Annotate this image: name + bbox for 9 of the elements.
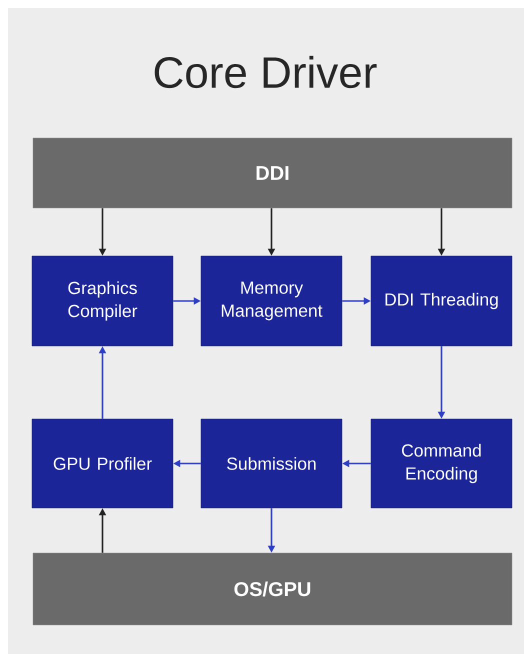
process-box: Graphics Compiler [32,256,174,346]
layer-bar: DDI [32,138,512,208]
layer-bar: OS/GPU [32,552,512,626]
process-box: Memory Management [200,256,342,346]
process-box: GPU Profiler [32,418,174,508]
process-box: Submission [200,418,342,508]
process-box: Command Encoding [370,418,512,508]
title: Core Driver [154,56,377,88]
process-box: DDI Threading [370,256,512,346]
